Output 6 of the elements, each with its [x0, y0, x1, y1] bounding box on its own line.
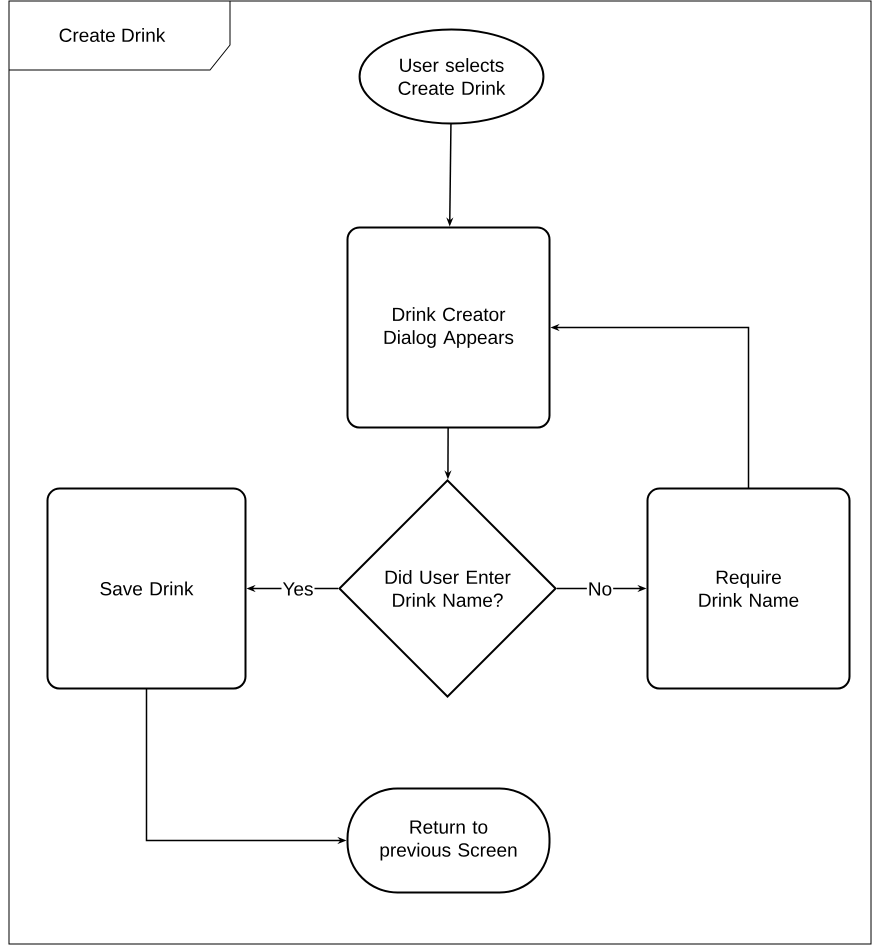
edge-label: Yes	[282, 581, 314, 597]
terminal-box: Return to previous Screen	[346, 788, 550, 894]
edge-label: No	[586, 581, 614, 597]
process-box: Require Drink Name	[646, 488, 850, 690]
process-box: Drink Creator Dialog Appears	[346, 226, 550, 428]
process-box: Save Drink	[46, 488, 246, 690]
